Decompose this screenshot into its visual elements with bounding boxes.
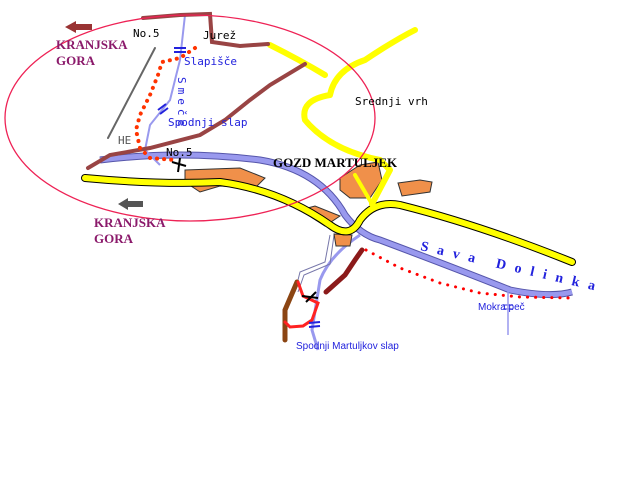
label-he: HE bbox=[118, 134, 131, 147]
label-no5-bottom: No.5 bbox=[166, 146, 193, 159]
arrow-to-kranjska-gora-bottom bbox=[118, 198, 143, 210]
label-jurez: Jurež bbox=[203, 29, 236, 42]
trails bbox=[86, 11, 365, 343]
label-kranjska-gora-bottom-2: GORA bbox=[94, 231, 134, 246]
label-kranjska-gora-bottom[interactable]: KRANJSKA bbox=[94, 215, 166, 230]
label-mokra-pec: Mokra peč bbox=[478, 302, 525, 313]
label-spodnji-martuljkov-slap: Spodnji Martuljkov slap bbox=[296, 341, 399, 352]
label-spodnji-slap: Spodnji slap bbox=[168, 116, 247, 129]
river-martuljek bbox=[310, 233, 361, 351]
label-stream-smece: Smeče bbox=[175, 77, 188, 130]
label-slapisce: Slapišče bbox=[184, 55, 237, 68]
junction-icons bbox=[171, 157, 319, 303]
bridge-icons bbox=[157, 47, 513, 328]
label-kranjska-gora-top[interactable]: KRANJSKA bbox=[56, 37, 128, 52]
dotted-trail-sava bbox=[364, 248, 574, 300]
label-kranjska-gora-top-2: GORA bbox=[56, 53, 96, 68]
label-no5-top: No.5 bbox=[133, 27, 160, 40]
arrow-to-kranjska-gora-top bbox=[65, 21, 92, 33]
dotted-trail-top bbox=[133, 46, 197, 162]
area-highlight-circle bbox=[4, 14, 376, 222]
main-road bbox=[81, 27, 576, 266]
label-gozd-martuljek: GOZD MARTULJEK bbox=[273, 155, 398, 170]
label-srednji-vrh: Srednji vrh bbox=[355, 95, 428, 108]
